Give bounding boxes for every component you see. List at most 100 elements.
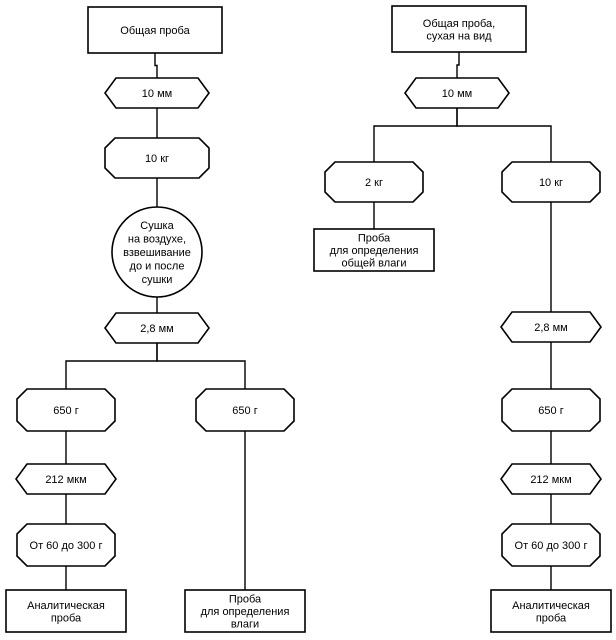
rect-shape (5, 589, 127, 633)
node-r-crush-2-8mm: 2,8 мм (500, 311, 602, 343)
node-label-line: 10 кг (145, 153, 169, 165)
node-label-line: От 60 до 300 г (515, 540, 588, 552)
node-r-reduce-2kg: 2 кг (324, 161, 424, 203)
hexagon-shape (500, 311, 602, 343)
node-label-line: 10 мм (442, 88, 472, 100)
node-label-line: для определения (330, 245, 419, 257)
node-label: 2,8 мм (140, 323, 173, 335)
node-label: 10 мм (142, 88, 172, 100)
connector-lines (65, 52, 552, 590)
node-label-line: 212 мкм (45, 474, 86, 486)
rect-shape (391, 5, 527, 53)
octagon-shape (16, 388, 116, 432)
rect-shape (87, 6, 223, 54)
node-label-line: 650 г (538, 405, 563, 417)
hexagon-shape (500, 463, 602, 495)
node-label: 2 кг (365, 177, 383, 189)
node-label-line: общей влаги (342, 258, 407, 270)
node-label: Общая проба,сухая на вид (423, 18, 495, 43)
node-l-reduce-650g-b: 650 г (195, 388, 295, 432)
node-label-line: для определения (201, 606, 290, 618)
octagon-shape (104, 137, 210, 179)
node-label: 650 г (232, 405, 257, 417)
octagon-shape (324, 161, 424, 203)
hexagon-shape (104, 312, 210, 344)
octagon-shape (16, 523, 116, 567)
node-label: Общая проба (120, 25, 190, 37)
node-label-line: Аналитическая (27, 600, 105, 612)
node-label: 2,8 мм (534, 322, 567, 334)
node-label: 650 г (538, 405, 563, 417)
octagon-shape (501, 523, 601, 567)
node-l-crush-212um: 212 мкм (15, 463, 117, 495)
connector-r_crush_10mm-to-r_reduce_10kg (456, 108, 552, 162)
octagon-shape (501, 388, 601, 432)
node-r-general-sample-dry: Общая проба,сухая на вид (391, 5, 527, 53)
node-l-reduce-650g-a: 650 г (16, 388, 116, 432)
octagon-shape (501, 161, 601, 203)
node-label-line: 10 кг (539, 177, 563, 189)
node-label: 10 кг (145, 153, 169, 165)
node-label-line: 2 кг (365, 177, 383, 189)
node-label-line: 2,8 мм (140, 323, 173, 335)
rect-shape (490, 589, 612, 633)
rect-shape (313, 228, 435, 272)
hexagon-shape (15, 463, 117, 495)
connector-r_general_sample_dry-to-r_crush_10mm (456, 52, 460, 78)
node-label: 10 кг (539, 177, 563, 189)
node-label-line: Общая проба, (423, 18, 495, 30)
node-r-reduce-10kg: 10 кг (501, 161, 601, 203)
node-label-line: сушки (142, 274, 173, 286)
node-l-reduce-10kg: 10 кг (104, 137, 210, 179)
node-label-line: влаги (231, 619, 259, 631)
node-r-crush-212um: 212 мкм (500, 463, 602, 495)
circle-shape (111, 206, 203, 298)
node-label: 10 мм (442, 88, 472, 100)
node-label-line: 650 г (53, 405, 78, 417)
connector-l_crush_2_8mm-to-l_reduce_650g_b (156, 343, 246, 389)
hexagon-shape (104, 77, 210, 109)
node-label-line: От 60 до 300 г (30, 540, 103, 552)
node-l-general-sample: Общая проба (87, 6, 223, 54)
node-l-crush-2-8mm: 2,8 мм (104, 312, 210, 344)
node-label-line: Проба (358, 233, 391, 245)
connector-l_general_sample-to-l_crush_10mm (154, 53, 158, 78)
node-l-reduce-60-300g: От 60 до 300 г (16, 523, 116, 567)
node-label-line: 212 мкм (530, 474, 571, 486)
node-label-line: проба (51, 612, 82, 624)
node-r-reduce-650g: 650 г (501, 388, 601, 432)
octagon-shape (195, 388, 295, 432)
node-label: 650 г (53, 405, 78, 417)
node-label-line: Общая проба (120, 25, 190, 37)
node-label-line: Проба (229, 594, 262, 606)
node-label-line: Сушка (140, 220, 174, 232)
node-label: 212 мкм (45, 474, 86, 486)
node-label-line: 2,8 мм (534, 322, 567, 334)
node-label-line: Аналитическая (512, 600, 590, 612)
node-label-line: 10 мм (142, 88, 172, 100)
node-label: 212 мкм (530, 474, 571, 486)
node-label-line: до и после (130, 261, 185, 273)
node-label-line: проба (536, 612, 567, 624)
rect-shape (184, 589, 306, 633)
node-label: От 60 до 300 г (515, 540, 588, 552)
node-r-crush-10mm: 10 мм (404, 77, 510, 109)
node-label-line: сухая на вид (426, 30, 492, 42)
node-l-crush-10mm: 10 мм (104, 77, 210, 109)
node-label: От 60 до 300 г (30, 540, 103, 552)
connector-l_crush_2_8mm-to-l_reduce_650g_a (65, 343, 158, 389)
hexagon-shape (404, 77, 510, 109)
node-label-line: 650 г (232, 405, 257, 417)
